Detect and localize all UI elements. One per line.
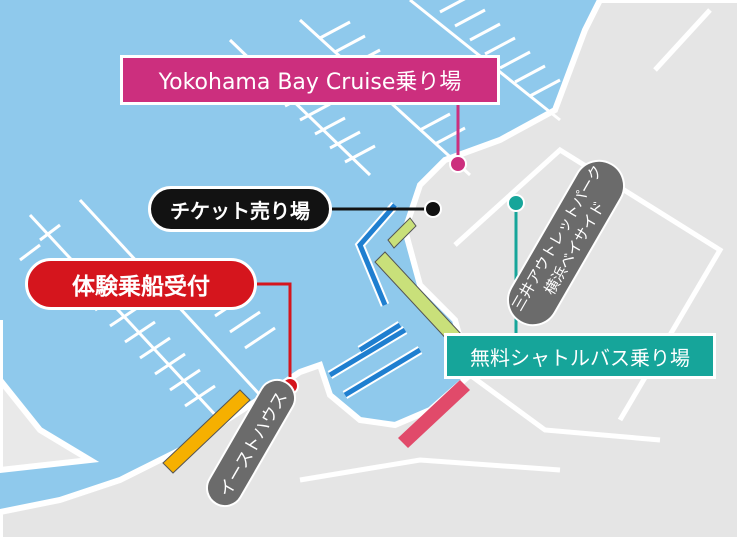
cruise-marker[interactable] [449, 155, 467, 173]
pier-blue-inner [328, 203, 422, 398]
shuttle-bus-label[interactable]: 無料シャトルバス乗り場 [444, 333, 716, 379]
experience-reception-label[interactable]: 体験乗船受付 [25, 258, 257, 310]
ticket-office-label[interactable]: チケット売り場 [148, 186, 332, 232]
shuttle-marker[interactable] [507, 194, 525, 212]
pier-orange [162, 389, 251, 474]
pier-green-small [387, 217, 417, 249]
docks-lower [19, 198, 276, 422]
pier-red [398, 380, 470, 448]
cruise-pier-label[interactable]: Yokohama Bay Cruise乗り場 [120, 55, 500, 105]
land-bottom-strip [0, 320, 100, 474]
ticket-marker[interactable] [424, 200, 442, 218]
